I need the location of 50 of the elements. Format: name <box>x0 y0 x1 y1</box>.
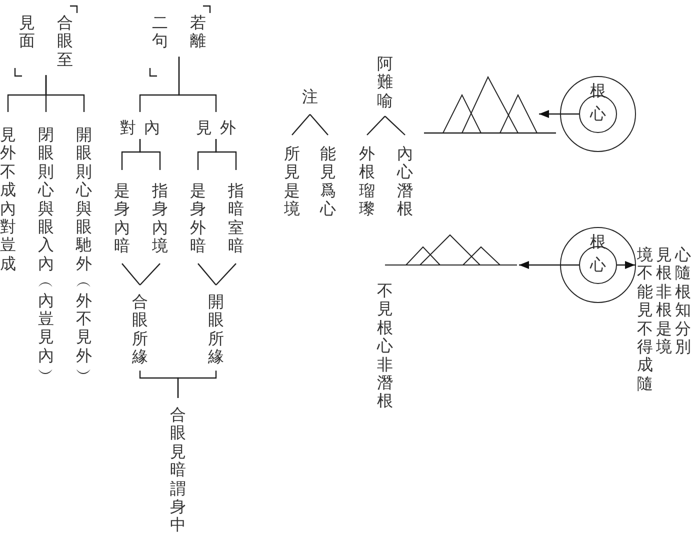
vertical-text: 合眼見暗謂身中 <box>170 406 186 535</box>
vertical-text: 內心潛根 <box>397 145 413 219</box>
vertical-text: 阿難喻 <box>377 55 393 110</box>
vertical-text: 是身內暗 <box>114 182 130 256</box>
connector-line <box>140 263 160 286</box>
arrow <box>617 261 635 269</box>
vertical-text: 指身內境 <box>152 182 168 256</box>
vertical-text: 若離 <box>190 14 206 51</box>
connector-line <box>122 263 140 286</box>
triangles-drawing <box>443 76 538 134</box>
arrow <box>539 110 579 118</box>
vertical-text: 合眼至 <box>57 14 73 70</box>
triangles-drawing <box>385 233 518 266</box>
connector-line <box>384 116 406 136</box>
connector-line <box>215 139 237 170</box>
branch-label: 見外 <box>195 118 244 139</box>
connector-line <box>216 263 236 286</box>
vertical-text: 開眼所緣 <box>208 293 224 367</box>
vertical-text: 是身外暗 <box>190 182 206 256</box>
vertical-text: 見外不成內對豈成 <box>0 126 16 274</box>
arrow <box>519 261 579 269</box>
vertical-text: 外根瑠瓈 <box>359 145 375 219</box>
vertical-text: 閉眼則心與眼入內︵內豈見內︶ <box>38 126 54 384</box>
connector-line <box>177 370 217 398</box>
connector-line <box>139 139 161 170</box>
circle-label: 心 <box>590 257 606 273</box>
circle-label: 根 <box>590 234 606 250</box>
vertical-text: 所見是境 <box>284 145 300 219</box>
vertical-text: 能見爲心 <box>320 145 336 219</box>
vertical-text: 注 <box>302 88 318 106</box>
outer-circle <box>560 227 636 303</box>
connector-line <box>178 56 217 112</box>
connector-line <box>45 75 85 112</box>
connector-line <box>366 116 386 136</box>
vertical-text: 見根非根是境 <box>656 246 672 358</box>
vertical-text: 見面 <box>19 14 35 52</box>
outer-circle <box>560 76 636 152</box>
connector-line <box>310 114 328 136</box>
vertical-text: 境不能見不得成隨 <box>637 246 653 394</box>
vertical-text: 指暗室暗 <box>228 182 244 256</box>
vertical-text: 心隨根知分別 <box>675 246 691 358</box>
vertical-text: 合眼所緣 <box>132 293 148 367</box>
connector-line <box>292 114 310 136</box>
circle-label: 根 <box>590 83 606 99</box>
connector-line <box>198 263 216 286</box>
branch-label: 對內 <box>119 118 168 139</box>
vertical-text: 開眼則心與眼馳外︵外不見外︶ <box>76 126 92 384</box>
vertical-text: 二句 <box>152 14 168 51</box>
vertical-text: 不見根心非潛根 <box>377 282 393 411</box>
circle-label: 心 <box>590 106 606 122</box>
